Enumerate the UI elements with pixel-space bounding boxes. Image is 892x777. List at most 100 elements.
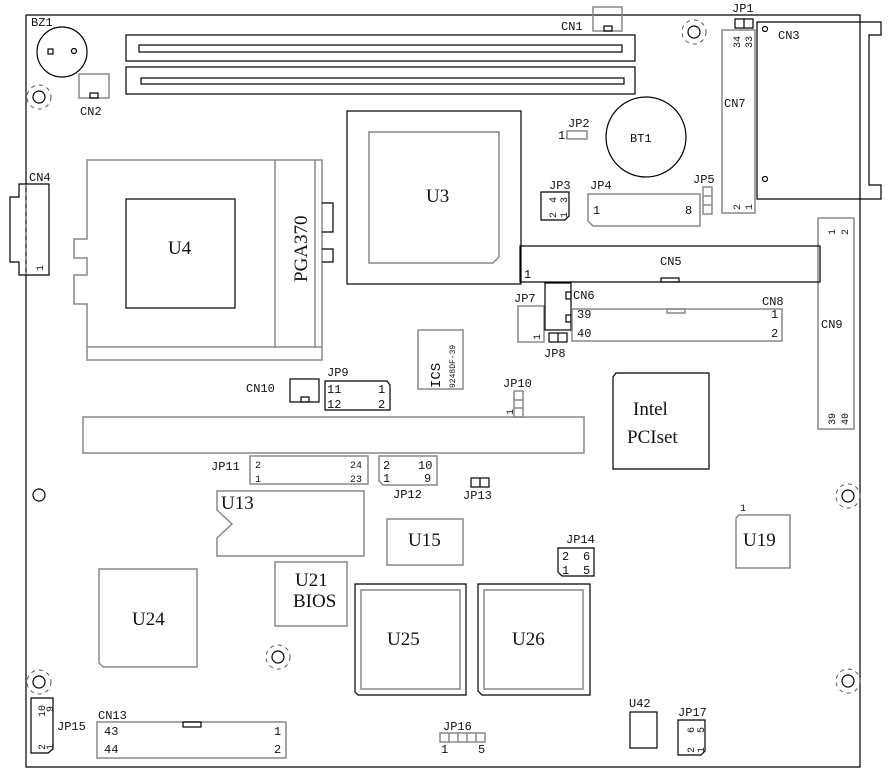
jumper-jp17 [677,719,706,756]
pin-label: 1 [255,475,261,486]
pin-label: 34 [733,36,744,48]
connector-cn3 [756,21,882,200]
label-cn3: CN3 [778,29,800,43]
connector-key [660,277,680,283]
jumper-jp4 [587,193,701,227]
label-jp12: JP12 [393,488,422,502]
pin-label: 44 [104,743,118,757]
label-u25: U25 [387,629,420,650]
pin-label: 1 [558,129,565,143]
label-jp4: JP4 [590,179,612,193]
label-bz1: BZ1 [31,16,53,30]
label-u15: U15 [408,530,441,551]
pin-label: 2 [841,229,852,235]
pin-label: 2 [562,550,569,564]
pin-label: 2 [549,212,560,218]
jumper-jp11 [249,455,369,485]
label-u24: U24 [132,609,165,630]
pin-label: 9 [46,706,57,712]
jumper-jp7 [517,305,545,343]
cn3-hole [761,25,769,33]
label-intel: Intel [633,399,668,420]
label-cn1: CN1 [561,20,583,34]
connector-cn4 [9,183,50,276]
label-cn2: CN2 [80,105,102,119]
cn3-hole [761,175,769,183]
connector-cn1 [592,6,623,32]
pin-label: 43 [104,725,118,739]
pin-label: 1 [383,472,390,486]
pin-label: 11 [327,383,341,397]
label-jp3: JP3 [549,179,571,193]
label-jp14: JP14 [566,533,595,547]
pin-label: 2 [771,327,778,341]
label-jp2: JP2 [568,117,590,131]
pin-label: 1 [771,308,778,322]
label-u3: U3 [426,186,449,207]
chip-u13 [216,490,365,557]
connector-cn8 [571,308,783,342]
pin-label: 1 [745,204,756,210]
dimm-slot-1-inner [138,44,623,53]
jumper-jp9 [324,380,391,411]
pin-label: 1 [560,212,571,218]
connector-key [89,92,99,99]
chip-u3 [368,131,500,264]
pin-label: 2 [383,459,390,473]
chip-u15 [386,518,464,566]
label-jp15: JP15 [57,720,86,734]
label-bios: BIOS [293,591,336,612]
pin-label: 10 [418,459,432,473]
cpu-u4 [125,198,236,309]
pin-label: 1 [828,229,839,235]
jumper-jp15 [30,697,54,754]
label-cn7: CN7 [724,97,746,111]
label-jp7: JP7 [514,292,536,306]
chip-intel-pciset [612,372,710,470]
connector-key [603,25,613,32]
pin-label: 1 [740,504,746,515]
pin-label: 40 [577,327,591,341]
label-jp9: JP9 [327,366,349,380]
pin-label: 2 [733,204,744,210]
label-cn5: CN5 [660,255,682,269]
chip-u26 [483,589,584,690]
label-cn13: CN13 [98,709,127,723]
pin-label: 10 [38,705,49,717]
label-pciset: PCIset [627,427,678,448]
pin-label: 2 [274,743,281,757]
socket-lever [322,202,334,263]
label-jp13: JP13 [463,489,492,503]
chip-u42 [629,711,658,749]
label-u19: U19 [743,530,776,551]
jumper-jp14 [557,547,595,577]
battery-bt1 [605,96,687,178]
jumper-jp16 [439,732,486,743]
connector-cn6 [544,282,572,331]
mounting-hole [32,488,46,502]
label-cn9: CN9 [821,318,843,332]
label-ics: ICS [429,363,445,388]
pin-label: 1 [562,564,569,578]
pin-label: 23 [350,475,362,486]
label-jp17: JP17 [678,706,707,720]
buzzer-bz1 [36,26,88,78]
cpu-socket-pga370 [73,159,323,361]
chip-u19 [735,514,791,569]
pin-label: 6 [687,727,698,733]
buzzer-pin-plus [47,48,54,55]
connector-key [565,291,572,300]
chip-u25 [360,589,461,690]
mounting-hole [681,19,707,45]
pin-label: 4 [549,197,560,203]
pin-label: 1 [36,265,47,271]
pin-label: 12 [327,398,341,412]
pin-label: 5 [478,743,485,757]
dimm-slot-1 [125,34,636,62]
chip-u21-bios [274,561,348,627]
label-u26: U26 [512,629,545,650]
mounting-hole [835,668,861,694]
pci-slot [82,416,585,454]
pin-label: 1 [46,744,57,750]
label-pga370: PGA370 [291,215,312,282]
